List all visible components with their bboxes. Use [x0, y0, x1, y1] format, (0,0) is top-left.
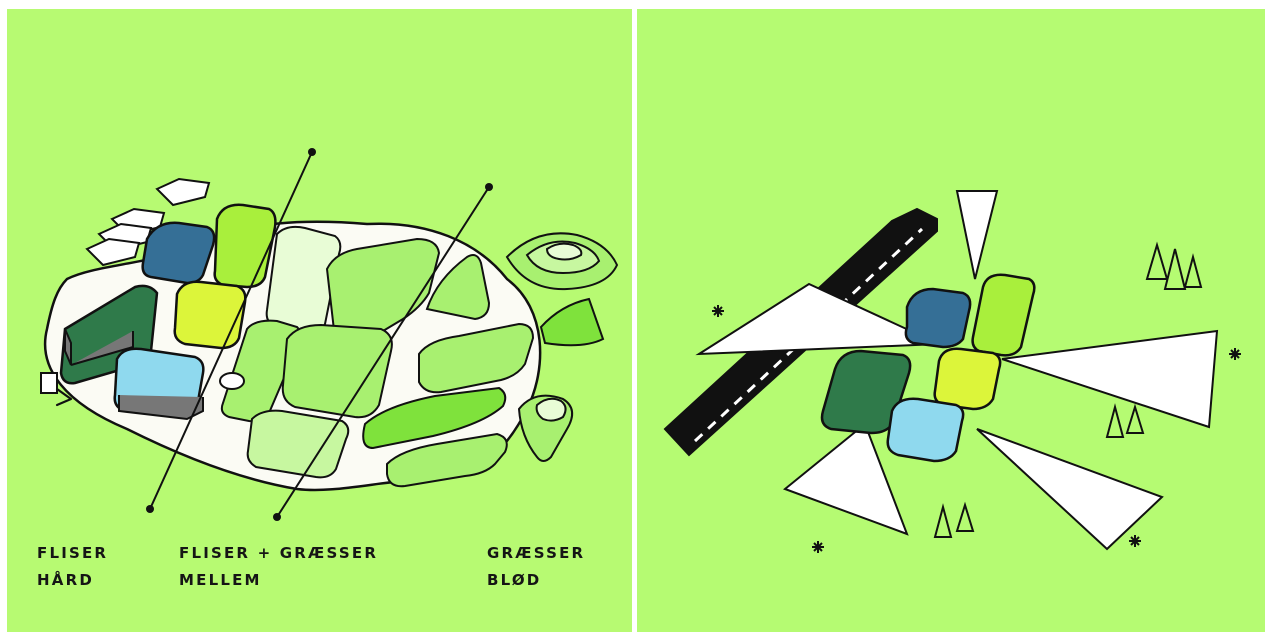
sun-sparkles [712, 305, 1241, 553]
label-medium-zone-line1: Fliser + græsser [179, 544, 379, 562]
leader-lines [146, 148, 493, 521]
building-blocks [59, 203, 277, 421]
building-blocks [820, 273, 1036, 463]
cone-southeast [976, 428, 1164, 551]
right-diagram-panel [637, 9, 1265, 632]
person-figure [40, 372, 73, 407]
label-hard-zone-line2: Hård [37, 571, 94, 589]
label-soft-zone-line2: Blød [487, 571, 542, 589]
right-diagram-illustration [663, 190, 1241, 553]
view-cones [695, 190, 1219, 551]
medium-zone-patches [219, 225, 350, 479]
cone-east [1001, 329, 1219, 429]
label-soft-zone-line1: Græsser [487, 544, 586, 562]
soft-zone-patches [281, 237, 535, 488]
label-hard-zone-line1: Fliser [37, 544, 109, 562]
parked-cars [85, 177, 211, 267]
cone-north [955, 190, 999, 280]
cone-west [695, 282, 940, 356]
left-diagram-illustration [40, 148, 619, 521]
topographic-mounds [505, 232, 619, 462]
cone-southwest [783, 422, 909, 536]
left-diagram-panel: Fliser Hård Fliser + græsser Mellem Græs… [7, 9, 632, 632]
trees [933, 241, 1203, 538]
label-medium-zone-line2: Mellem [179, 571, 262, 589]
